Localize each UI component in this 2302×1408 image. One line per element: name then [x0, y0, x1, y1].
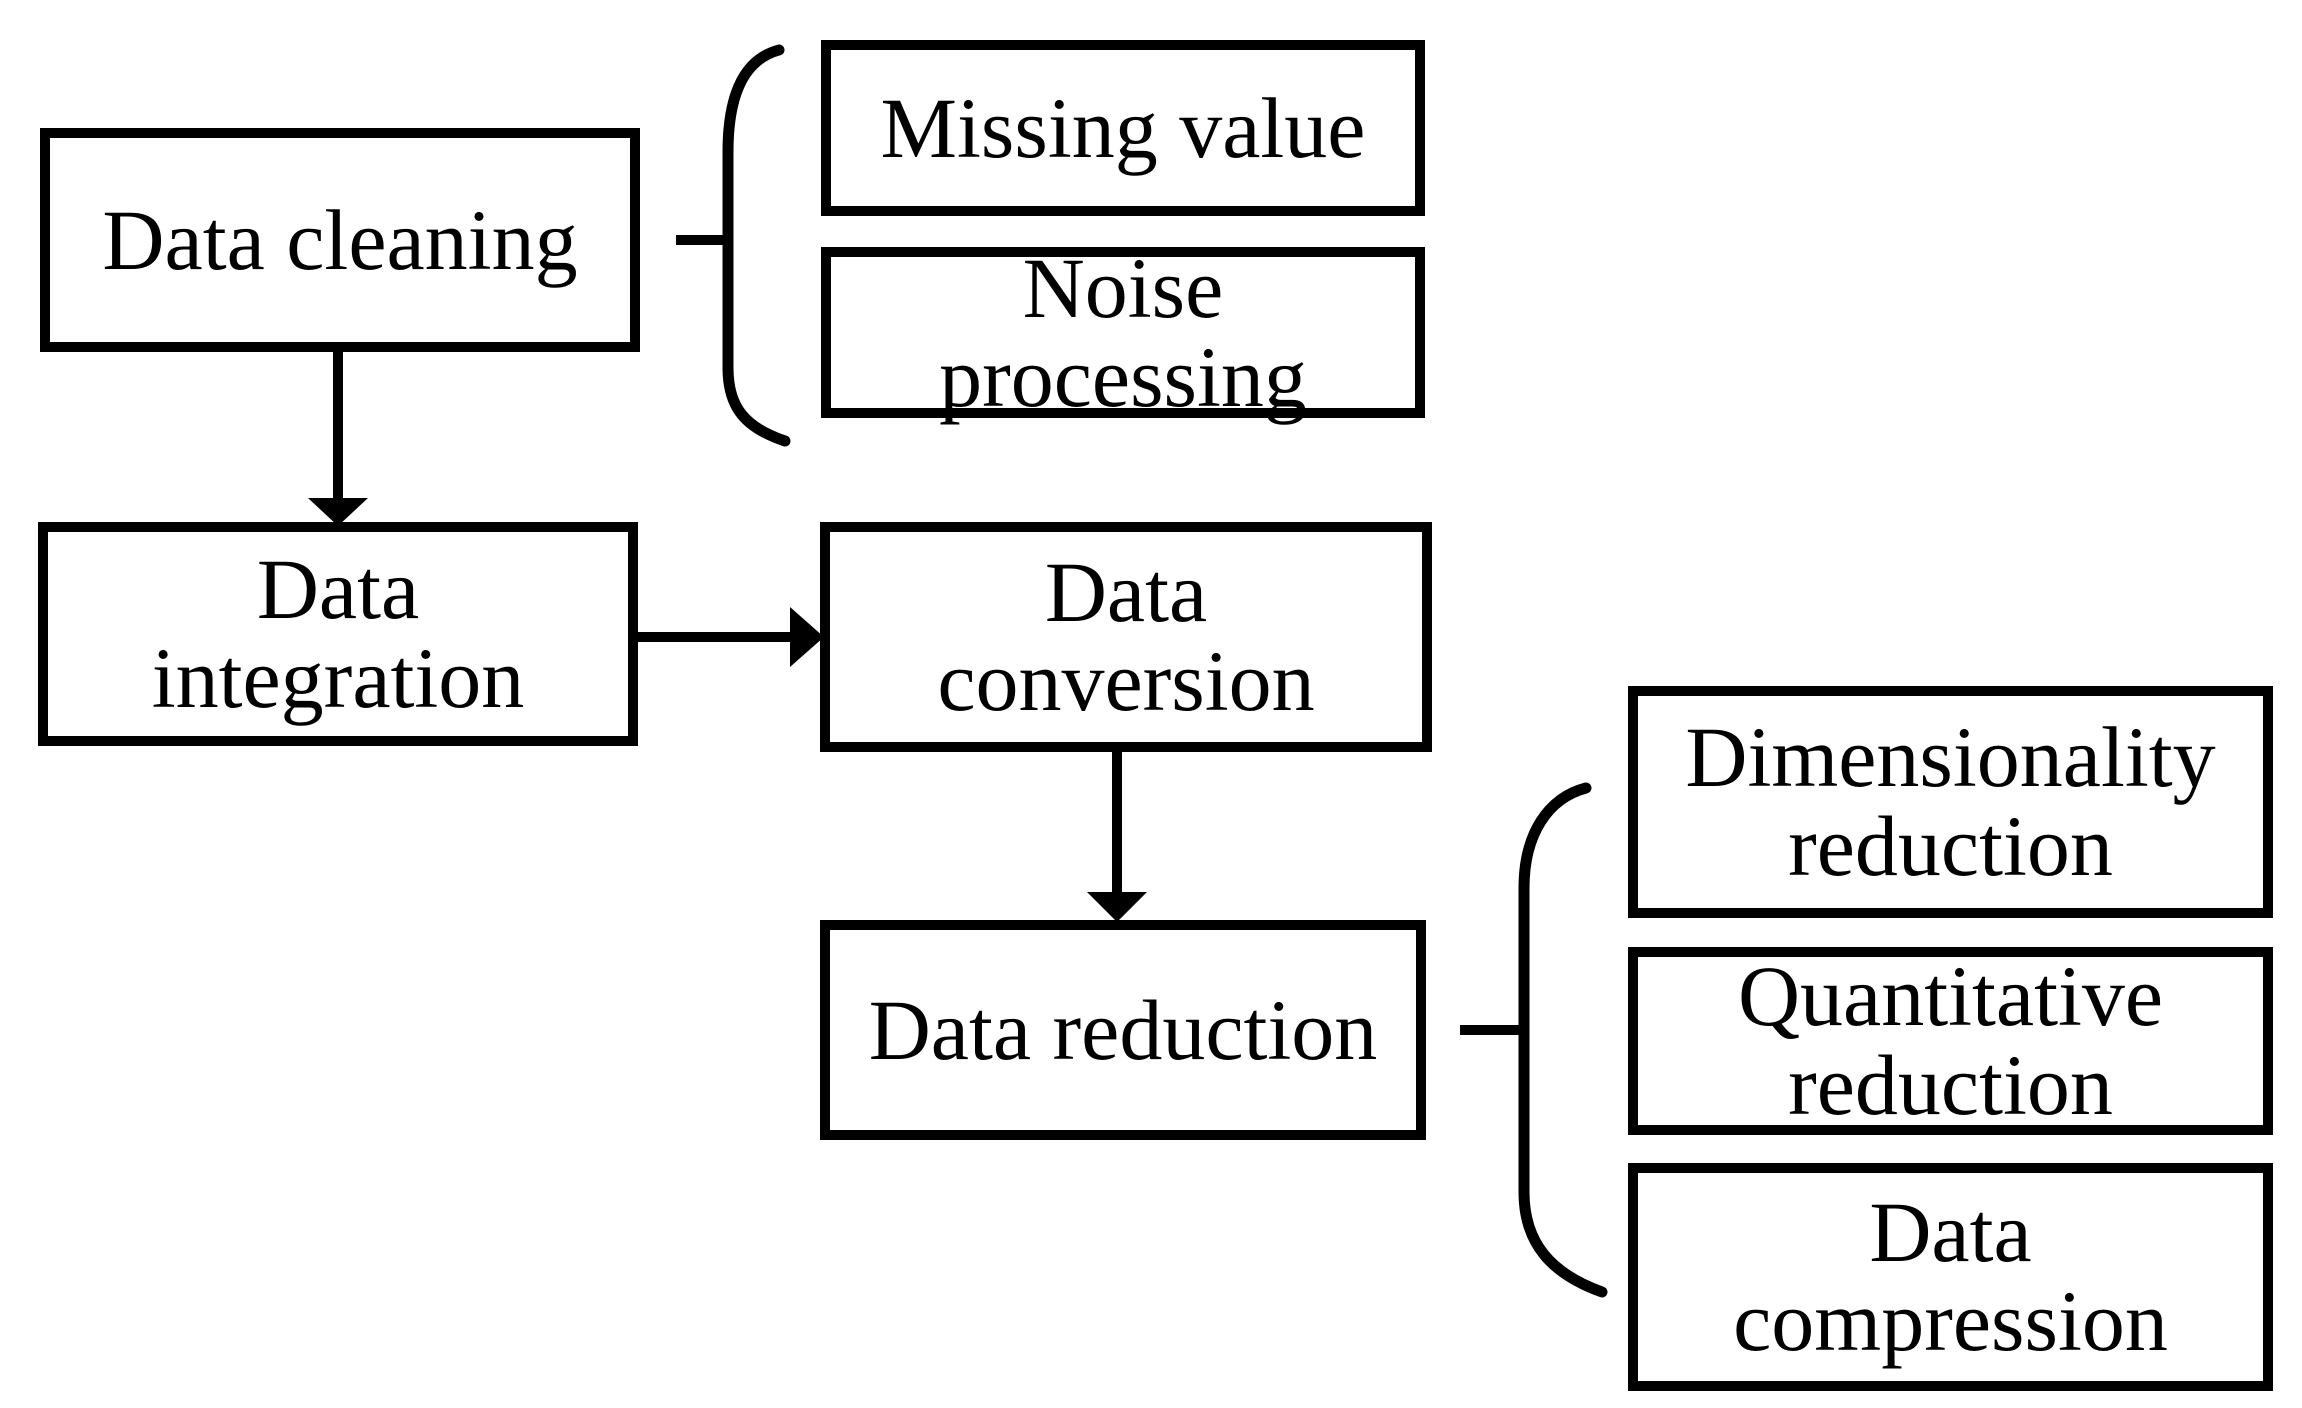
node-noise-processing: Noise processing [821, 239, 1425, 425]
arrow-data-integration-to-data-conversion [638, 607, 824, 667]
node-data-compression: Data compression [1628, 1163, 2273, 1391]
node-label-data-compression: Data compression [1733, 1184, 2168, 1369]
node-quantitative-reduction: Quantitative reduction [1628, 947, 2273, 1135]
node-label-missing-value: Missing value [880, 79, 1366, 176]
node-label-data-cleaning: Data cleaning [102, 191, 578, 288]
node-data-conversion: Data conversion [820, 522, 1432, 752]
arrow-data-cleaning-to-data-integration [308, 352, 368, 526]
node-label-noise-processing: Noise processing [939, 239, 1307, 425]
node-label-dimensionality-reduction: Dimensionality reduction [1685, 709, 2216, 894]
node-label-data-reduction: Data reduction [868, 981, 1378, 1078]
node-dimensionality-reduction: Dimensionality reduction [1628, 686, 2273, 918]
node-label-data-integration: Data integration [151, 541, 525, 726]
node-label-data-conversion: Data conversion [937, 544, 1315, 729]
node-data-reduction: Data reduction [820, 920, 1426, 1140]
arrow-data-conversion-to-data-reduction [1087, 750, 1147, 922]
node-data-cleaning: Data cleaning [40, 128, 640, 352]
node-missing-value: Missing value [821, 40, 1425, 216]
brace-data-cleaning-group [676, 44, 791, 447]
brace-data-reduction-group [1460, 782, 1608, 1298]
node-label-quantitative-reduction: Quantitative reduction [1737, 948, 2164, 1133]
node-data-integration: Data integration [38, 522, 638, 746]
